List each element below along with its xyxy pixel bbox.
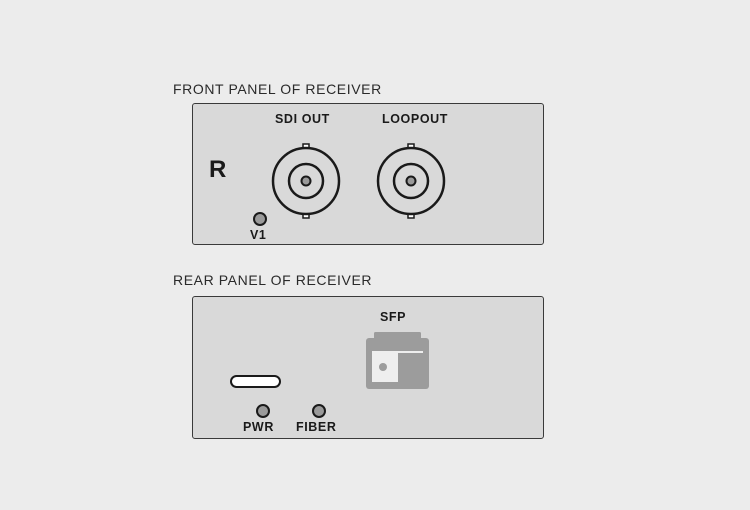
front-panel: R SDI OUT LOOPOUT V1	[192, 103, 544, 245]
v1-led	[253, 212, 267, 226]
v1-label: V1	[250, 228, 267, 242]
loopout-label: LOOPOUT	[382, 112, 449, 126]
power-slot[interactable]	[230, 375, 281, 388]
sdi-out-label: SDI OUT	[275, 112, 330, 126]
loopout-bnc-icon[interactable]	[376, 143, 448, 219]
pwr-led	[256, 404, 270, 418]
rear-panel: SFP PWR FIBER	[192, 296, 544, 439]
sfp-port-icon[interactable]	[366, 332, 430, 390]
sdi-out-bnc-icon[interactable]	[271, 143, 343, 219]
rear-panel-title: REAR PANEL OF RECEIVER	[173, 272, 373, 288]
pwr-label: PWR	[243, 420, 274, 434]
sfp-label: SFP	[380, 310, 407, 324]
receiver-marker: R	[209, 156, 227, 183]
fiber-label: FIBER	[296, 420, 337, 434]
front-panel-title: FRONT PANEL OF RECEIVER	[173, 81, 382, 97]
fiber-led	[312, 404, 326, 418]
